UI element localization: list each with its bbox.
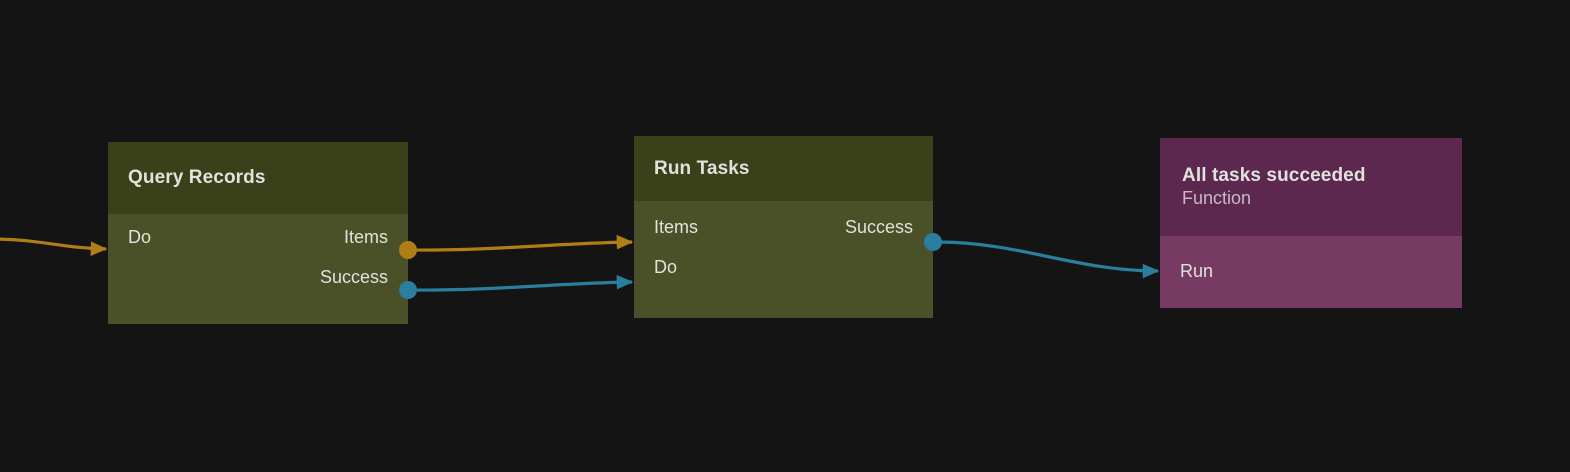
edge-success-to-run bbox=[936, 240, 1160, 279]
port-label-do: Do bbox=[128, 227, 152, 247]
edge-incoming-do bbox=[0, 237, 108, 256]
port-row-success[interactable]: Success bbox=[634, 216, 933, 238]
port-row-do[interactable]: Do bbox=[634, 256, 933, 278]
node-header-query-records[interactable]: Query Records bbox=[108, 142, 408, 214]
port-row-run[interactable]: Run bbox=[1160, 260, 1462, 282]
port-label-run: Run bbox=[1180, 261, 1214, 281]
port-row-items[interactable]: Items bbox=[634, 216, 933, 238]
port-label-do: Do bbox=[654, 257, 678, 277]
port-row-do[interactable]: Do bbox=[108, 226, 408, 248]
node-title: Run Tasks bbox=[654, 157, 750, 179]
output-port-items-dot[interactable] bbox=[399, 241, 417, 259]
output-port-success-dot[interactable] bbox=[399, 281, 417, 299]
port-label-success: Success bbox=[319, 267, 388, 287]
node-title: Query Records bbox=[128, 167, 266, 188]
node-title: All tasks succeeded bbox=[1182, 165, 1366, 186]
node-header-run-tasks[interactable]: Run Tasks bbox=[634, 136, 933, 201]
port-label-items: Items bbox=[654, 217, 699, 237]
port-label-items: Items bbox=[343, 227, 388, 247]
port-row-items[interactable]: Items bbox=[108, 226, 408, 248]
node-query-records[interactable]: Query Records Do Items Success bbox=[108, 142, 417, 324]
node-body-all-tasks-succeeded: Run bbox=[1160, 236, 1462, 308]
port-label-success: Success bbox=[844, 217, 913, 237]
node-subtitle: Function bbox=[1182, 188, 1252, 208]
node-run-tasks[interactable]: Run Tasks Items Do Success bbox=[634, 136, 942, 318]
node-body-query-records: Do Items Success bbox=[108, 214, 408, 324]
port-row-success[interactable]: Success bbox=[108, 266, 408, 288]
edge-items-to-items bbox=[409, 234, 634, 252]
node-all-tasks-succeeded[interactable]: All tasks succeeded Function Run bbox=[1160, 138, 1462, 308]
output-port-success-dot[interactable] bbox=[924, 233, 942, 251]
edge-success-to-do bbox=[409, 274, 634, 292]
node-header-all-tasks-succeeded[interactable]: All tasks succeeded Function bbox=[1160, 138, 1462, 236]
node-body-run-tasks: Items Do Success bbox=[634, 201, 933, 318]
